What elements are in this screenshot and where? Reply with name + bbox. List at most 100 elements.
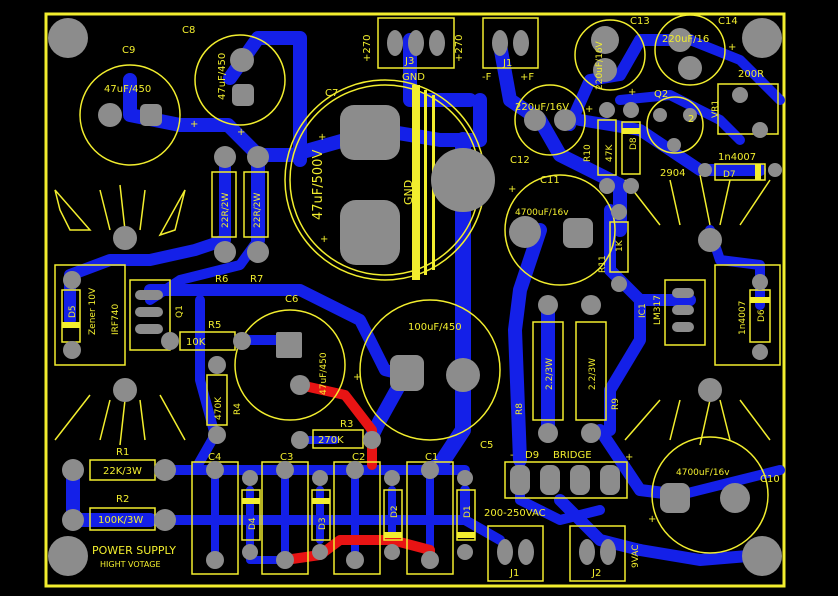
- label-r2-value: 100K/3W: [98, 515, 143, 526]
- board-outline: [44, 12, 786, 588]
- label-c7-plus2: +: [320, 234, 328, 245]
- label-c11: C11: [540, 175, 560, 186]
- diode-bands: [62, 128, 770, 538]
- label-c6: C6: [285, 294, 298, 305]
- label-r8-value: 2.2/3W: [545, 358, 555, 390]
- label-r11-value: 1K: [615, 239, 625, 252]
- cap-c8-outline: [194, 34, 286, 126]
- label-c9-value: 47uF/450: [104, 84, 151, 95]
- label-zener: Zener 10V: [88, 287, 98, 335]
- pads: [48, 18, 782, 576]
- label-c12: C12: [510, 155, 530, 166]
- label-r9-value: 2.2/3W: [588, 358, 598, 390]
- cap-c14-outline: [654, 14, 726, 86]
- label-r2: R2: [116, 494, 129, 505]
- label-d2: D2: [390, 505, 400, 518]
- label-r7: R7: [250, 274, 263, 285]
- label-r1-value: 22K/3W: [103, 466, 142, 477]
- label-c12-value: 220uF/16V: [515, 102, 569, 113]
- label-r4-value: 470K: [214, 396, 224, 420]
- label-j1: J1: [509, 568, 519, 579]
- label-r3: R3: [340, 419, 353, 430]
- labels: C9 47uF/450 C8 47uF/450 C7 47uF/500V GND…: [68, 16, 780, 579]
- label-c8: C8: [182, 25, 195, 36]
- label-c2: C2: [352, 452, 365, 463]
- label-r11: R11: [598, 255, 608, 273]
- label-r7-value: 22R/2W: [253, 193, 263, 228]
- label-d6: D6: [757, 309, 767, 322]
- label-c7-plus: +: [318, 132, 326, 143]
- label-r6: R6: [215, 274, 228, 285]
- label-r9: R9: [611, 398, 621, 410]
- label-c5: C5: [480, 440, 493, 451]
- label-irf740: IRF740: [111, 303, 121, 335]
- label-c11-plus: +: [508, 184, 516, 195]
- label-r6-value: 22R/2W: [221, 193, 231, 228]
- label-r5-value: 10K: [186, 337, 206, 348]
- label-c14: C14: [718, 16, 738, 27]
- label-r3-value: 270K: [318, 435, 344, 446]
- label-c6-plus: +: [353, 372, 361, 383]
- label-9vac: 9VAC: [631, 544, 641, 568]
- board-title: POWER SUPPLY: [92, 544, 176, 557]
- cap-c6-outline: [234, 309, 346, 421]
- label-r10-value: 47K: [605, 144, 615, 162]
- label-c4: C4: [208, 452, 221, 463]
- label-c3: C3: [280, 452, 293, 463]
- label-r8: R8: [515, 403, 525, 415]
- label-200-250vac: 200-250VAC: [484, 508, 546, 519]
- cap-c9-outline: [79, 64, 181, 166]
- label-c13-value: 220uF/16V: [595, 40, 605, 90]
- label-c1: C1: [425, 452, 438, 463]
- label-c13: C13: [630, 16, 650, 27]
- label-d1: D1: [463, 505, 473, 518]
- cap-c12-outline: [514, 84, 586, 156]
- label-c5-value: 100uF/450: [408, 322, 462, 333]
- label-bridge: BRIDGE: [553, 450, 592, 461]
- label-c10-plus: +: [648, 514, 656, 525]
- label-c7-gnd: GND: [402, 180, 415, 205]
- cap-c10-outline: [651, 436, 769, 554]
- label-minus-f: -F: [482, 72, 492, 83]
- label-r4: R4: [233, 403, 243, 415]
- label-c14-value: 220uF/16: [662, 34, 709, 45]
- cap-c11-outline: [504, 174, 616, 286]
- label-d3: D3: [318, 517, 328, 530]
- label-bridge-plus: +: [625, 452, 633, 463]
- label-d7-value: 1n4007: [718, 152, 756, 163]
- cap-c13-outline: [574, 19, 646, 91]
- label-r10: R10: [583, 144, 593, 162]
- silkscreen: [54, 14, 781, 582]
- label-j3: J3: [404, 56, 414, 67]
- label-c8-plus: +: [237, 127, 245, 138]
- label-d8: D8: [629, 137, 639, 150]
- label-q2-part: 2904: [660, 168, 685, 179]
- label-d9: D9: [525, 450, 539, 461]
- label-d4: D4: [248, 517, 258, 530]
- cap-c5-outline: [359, 299, 501, 441]
- label-q1: Q1: [175, 305, 185, 318]
- label-c9-plus: +: [190, 119, 198, 130]
- label-q2-pin: 2: [688, 114, 694, 125]
- label-c9: C9: [122, 45, 135, 56]
- label-d7: D7: [723, 170, 736, 180]
- label-ic1: IC1: [638, 303, 648, 318]
- board-subtitle: HIGHT VOTAGE: [100, 560, 161, 569]
- label-c14-plus: +: [728, 42, 736, 53]
- label-c12-plus: +: [585, 104, 593, 115]
- label-q2: Q2: [654, 89, 668, 100]
- label-vr1-value: 200R: [738, 69, 764, 80]
- label-d6-value: 1n4007: [738, 301, 748, 335]
- label-r1: R1: [116, 447, 129, 458]
- label-c7-value: 47uF/500V: [311, 150, 326, 220]
- label-plus-f: +F: [520, 72, 534, 83]
- label-c7: C7: [325, 88, 338, 99]
- label-vr1: VR1: [711, 100, 721, 118]
- label-c6-value: 47uF/450: [319, 352, 329, 395]
- label-j2: J2: [591, 568, 601, 579]
- label-plus270-left: +270: [362, 35, 373, 62]
- label-c10: C10: [760, 474, 780, 485]
- label-c13-plus: +: [628, 87, 636, 98]
- label-j3-gnd: GND: [402, 72, 425, 83]
